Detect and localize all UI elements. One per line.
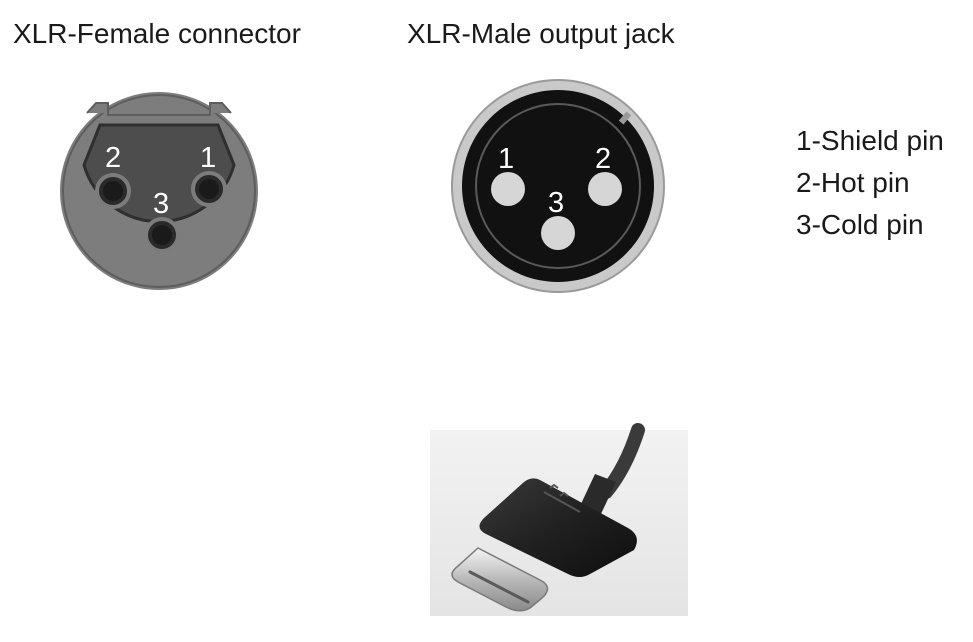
- pin-legend: 1-Shield pin 2-Hot pin 3-Cold pin: [796, 120, 944, 246]
- usb-trident-mark: [549, 483, 569, 497]
- male-pin-3: [541, 216, 575, 250]
- female-pin-3-label: 3: [153, 188, 169, 220]
- female-shell-edge: [62, 94, 256, 288]
- legend-item-hot: 2-Hot pin: [796, 167, 910, 198]
- male-jack-title: XLR-Male output jack: [407, 18, 675, 49]
- male-pin-1: [491, 172, 525, 206]
- usb-c-port-slot: [468, 570, 530, 604]
- male-pin-2-label: 2: [595, 143, 611, 175]
- female-pin-1-label: 1: [200, 142, 216, 174]
- cable-strain-relief: [580, 474, 616, 516]
- usb-c-cable-icon: [430, 423, 688, 616]
- female-pin-2: [95, 173, 131, 209]
- usb-c-housing: [479, 478, 637, 577]
- male-face: [462, 90, 654, 282]
- legend-item-cold: 3-Cold pin: [796, 209, 924, 240]
- female-connector-title: XLR-Female connector: [13, 18, 301, 49]
- male-pin-3-label: 3: [548, 187, 564, 219]
- xlr-male-jack-diagram: 1 2 3: [451, 79, 665, 293]
- male-pin-2: [588, 172, 622, 206]
- usb-logo-mark: [543, 491, 581, 513]
- female-pin-2-label: 2: [105, 142, 121, 174]
- female-pin-3: [144, 217, 180, 253]
- female-key-notch: [86, 102, 232, 116]
- xlr-female-connector-diagram: 2 1 3: [60, 92, 258, 290]
- female-pin-1: [191, 171, 227, 207]
- usb-c-plug: [451, 547, 549, 612]
- legend-item-shield: 1-Shield pin: [796, 125, 944, 156]
- male-key-tab: [618, 111, 632, 125]
- male-inner-ring: [475, 103, 641, 269]
- male-pin-1-label: 1: [498, 143, 514, 175]
